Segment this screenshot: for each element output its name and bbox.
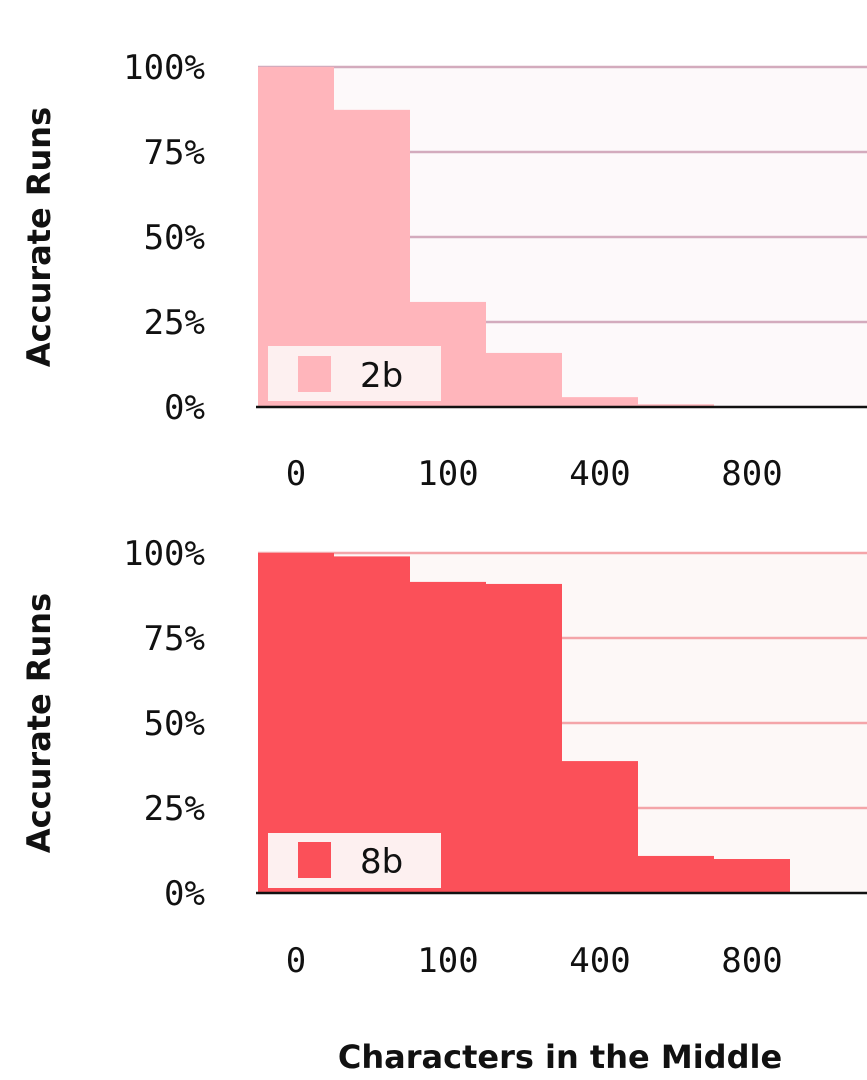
bar xyxy=(638,404,714,407)
legend-label: 8b xyxy=(360,842,403,882)
y-tick-label: 50% xyxy=(144,704,205,744)
legend-swatch xyxy=(298,356,331,392)
x-tick-label: 100 xyxy=(417,941,478,981)
y-tick-label: 0% xyxy=(164,874,205,914)
y-tick-label: 100% xyxy=(123,534,205,574)
bar xyxy=(486,352,562,407)
y-tick-label: 75% xyxy=(144,133,205,173)
legend-box xyxy=(268,833,441,888)
y-tick-label: 100% xyxy=(123,48,205,88)
bar xyxy=(486,583,562,893)
x-axis-label: Characters in the Middle xyxy=(338,1038,782,1076)
x-tick-label: 800 xyxy=(721,454,782,494)
x-tick-label: 0 xyxy=(286,454,306,494)
y-axis-label: Accurate Runs xyxy=(20,593,58,853)
bar xyxy=(562,761,638,893)
x-tick-label: 400 xyxy=(569,454,630,494)
legend-swatch xyxy=(298,842,331,878)
bar xyxy=(562,397,638,407)
y-tick-label: 0% xyxy=(164,388,205,428)
x-tick-label: 100 xyxy=(417,454,478,494)
y-tick-label: 75% xyxy=(144,619,205,659)
y-tick-label: 50% xyxy=(144,218,205,258)
bar xyxy=(638,855,714,893)
x-tick-label: 0 xyxy=(286,941,306,981)
legend-box xyxy=(268,346,441,401)
legend-label: 2b xyxy=(360,356,403,396)
bar xyxy=(714,859,790,893)
y-tick-label: 25% xyxy=(144,789,205,829)
x-tick-label: 400 xyxy=(569,941,630,981)
x-tick-label: 800 xyxy=(721,941,782,981)
y-tick-label: 25% xyxy=(144,303,205,343)
y-axis-label: Accurate Runs xyxy=(20,107,58,367)
